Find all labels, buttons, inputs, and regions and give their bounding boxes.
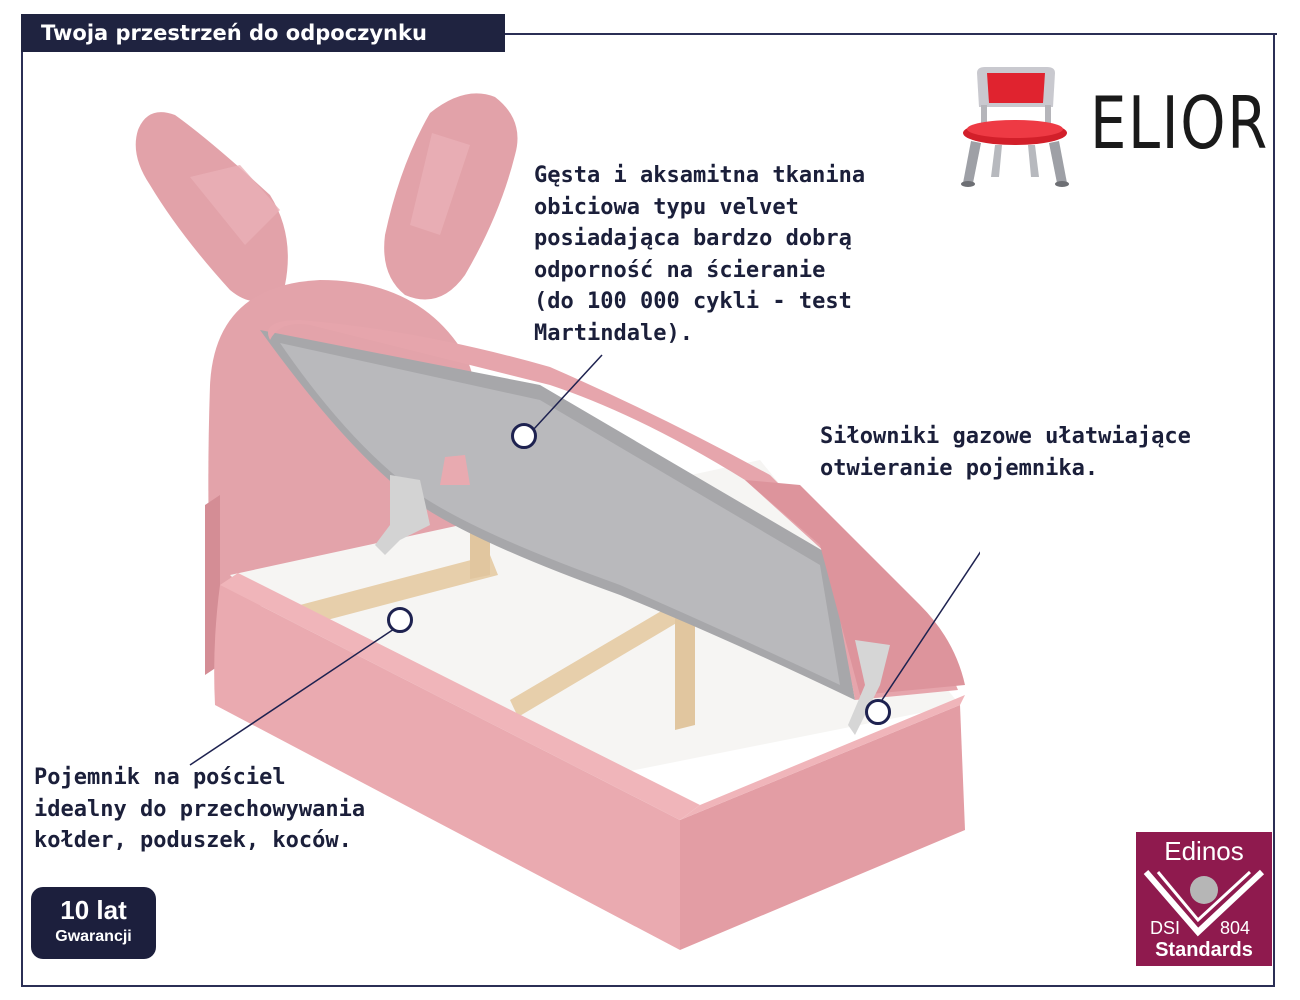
brand-name: ELIOR [1090,81,1269,165]
check-mark-icon [1143,869,1265,937]
gas-lift-pointer-dot [865,699,891,725]
gas-lift-callout: Siłowniki gazowe ułatwiające otwieranie … [820,424,1191,481]
content-frame [21,33,1275,987]
header-title: Twoja przestrzeń do odpoczynku [21,14,505,52]
storage-pointer-dot [387,607,413,633]
warranty-label: Gwarancji [55,928,132,945]
fabric-pointer-dot [511,423,537,449]
certification-badge: Edinos DSI 804 Standards [1136,832,1272,966]
certification-code-left: DSI [1150,918,1181,938]
bunny-bed-image [135,93,980,950]
fabric-callout: Gęsta i aksamitna tkanina obiciowa typu … [534,163,866,346]
chair-icon [961,67,1069,187]
storage-callout: Pojemnik na pościel idealny do przechowy… [34,765,366,853]
certification-standards: Standards [1155,939,1253,961]
certification-code-right: 804 [1220,918,1251,938]
certification-brand: Edinos [1164,836,1244,866]
frame-top-border [505,33,1277,35]
warranty-badge: 10 lat Gwarancji [31,887,156,959]
warranty-years: 10 lat [60,895,127,925]
